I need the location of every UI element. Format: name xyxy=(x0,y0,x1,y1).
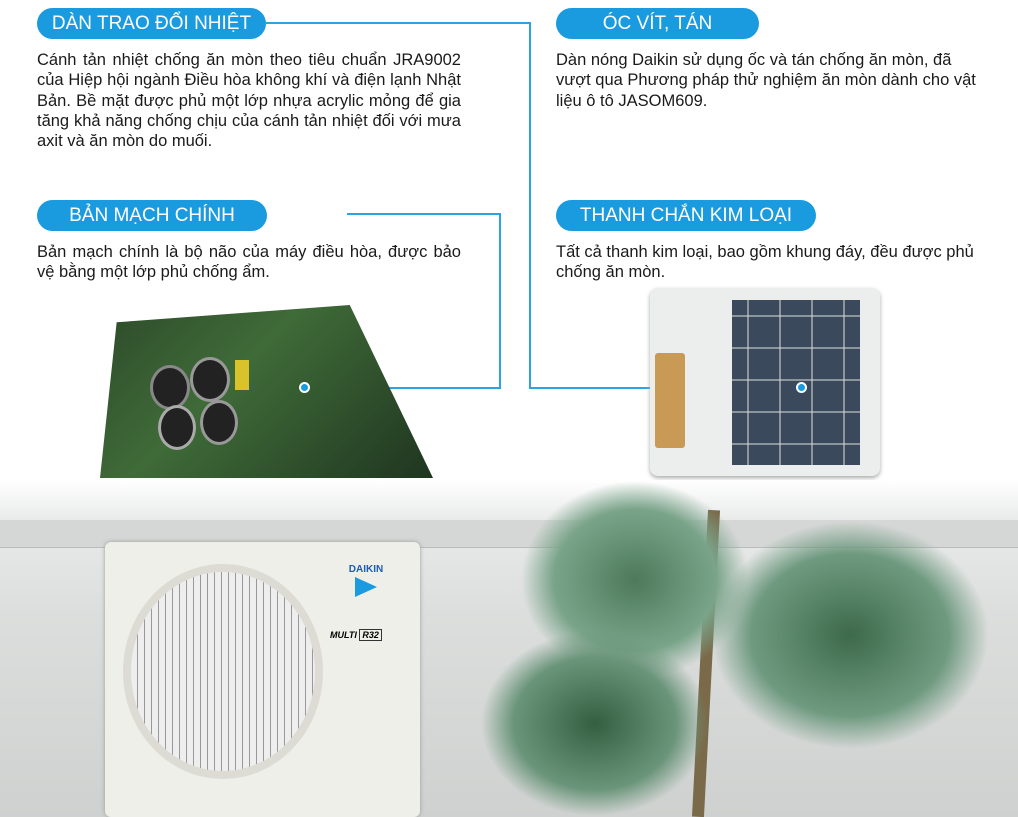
daikin-logo: DAIKIN xyxy=(340,564,392,599)
wall-background: DAIKIN MULTI R32 xyxy=(0,480,1018,817)
hotspot-main-board[interactable] xyxy=(299,382,310,393)
section-text-heat-exchanger: Cánh tản nhiệt chống ăn mòn theo tiêu ch… xyxy=(37,51,461,151)
connector-line xyxy=(499,213,501,389)
section-text-main-board: Bản mạch chính là bộ não của máy điều hò… xyxy=(37,243,461,282)
connector-line xyxy=(266,22,531,24)
section-title-heat-exchanger: DÀN TRAO ĐỔI NHIỆT xyxy=(37,8,266,39)
section-title-metal-bar: THANH CHẮN KIM LOẠI xyxy=(556,200,816,231)
section-text-metal-bar: Tất cả thanh kim loại, bao gồm khung đáy… xyxy=(556,243,974,282)
hotspot-heat-exchanger[interactable] xyxy=(796,382,807,393)
section-text-screws: Dàn nóng Daikin sử dụng ốc và tán chống … xyxy=(556,51,976,110)
connector-line xyxy=(305,387,501,389)
fan-grille xyxy=(123,564,323,779)
refrigerant-label: R32 xyxy=(359,629,382,641)
connector-line xyxy=(347,213,501,215)
model-label: MULTI xyxy=(330,630,357,640)
circuit-board-image xyxy=(100,305,433,478)
outdoor-unit-back-image xyxy=(650,288,880,476)
brand-label: DAIKIN xyxy=(348,564,384,575)
outdoor-unit-image: DAIKIN MULTI R32 xyxy=(105,542,420,817)
connector-line xyxy=(529,22,531,389)
palm-tree-image xyxy=(480,480,1000,817)
section-title-main-board: BẢN MẠCH CHÍNH xyxy=(37,200,267,231)
section-title-screws: ÓC VÍT, TÁN xyxy=(556,8,759,39)
